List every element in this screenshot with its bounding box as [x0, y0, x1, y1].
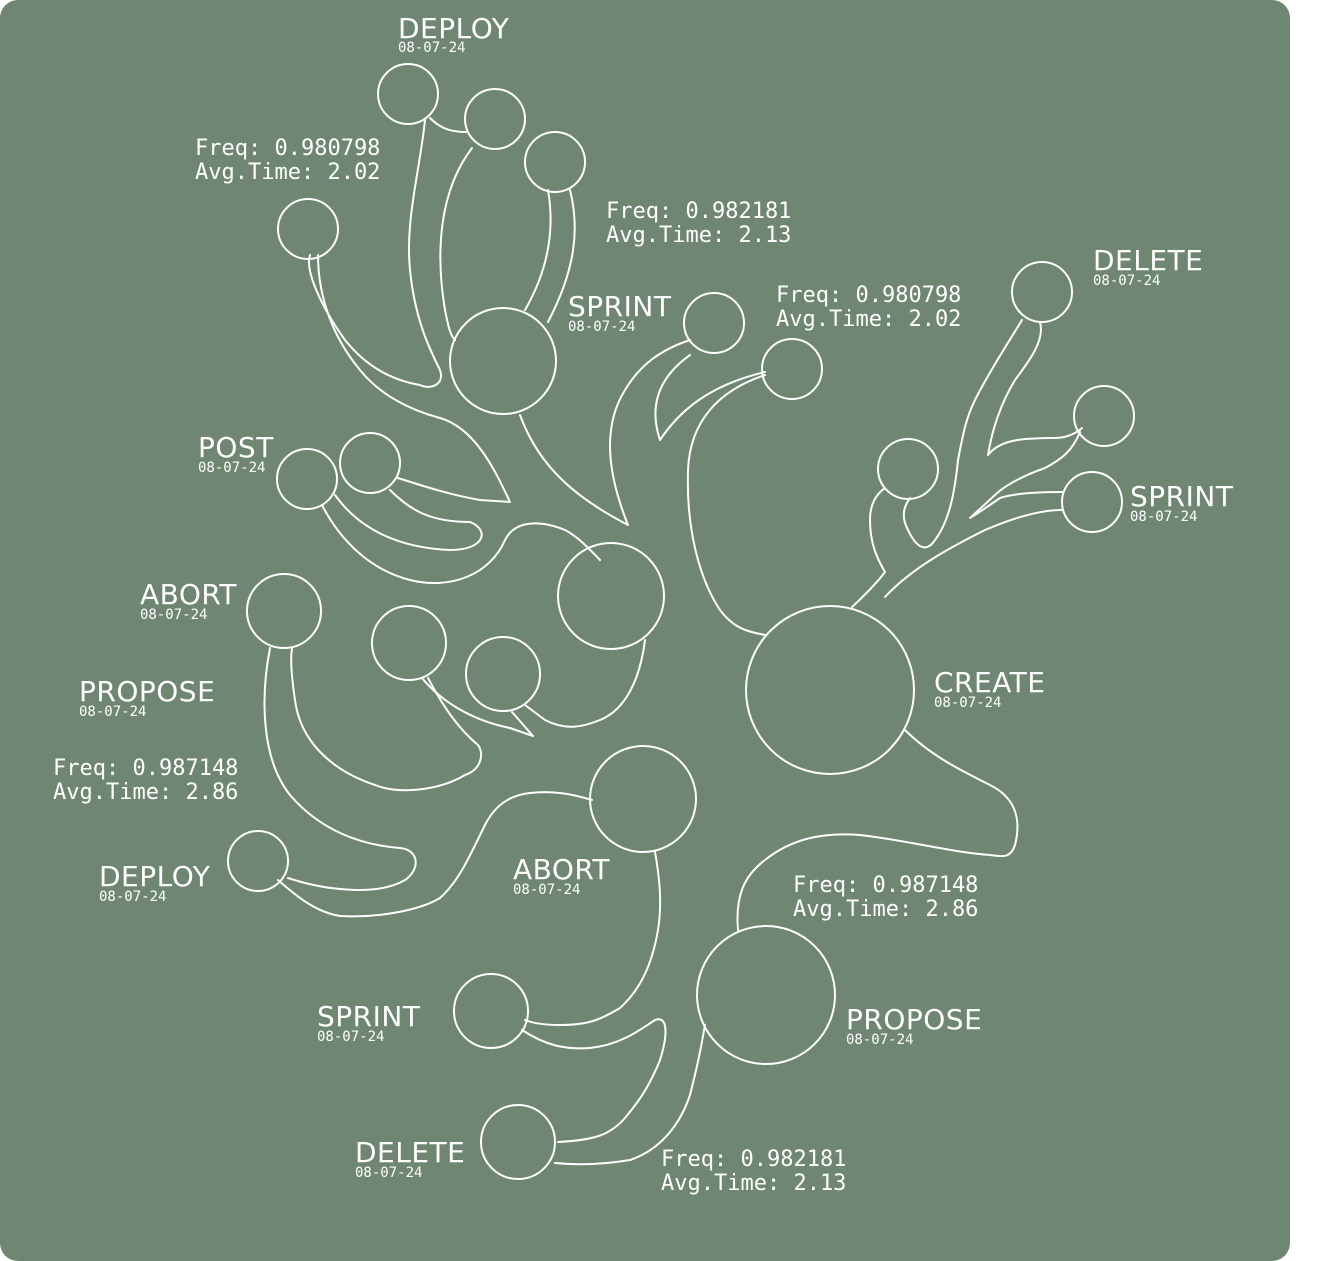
date-sprint-right: 08-07-24	[1130, 509, 1197, 525]
node-top-3[interactable]	[524, 131, 586, 193]
branch-top-node3-outer	[547, 189, 576, 323]
stat-bottom-time: Avg.Time: 2.13	[661, 1171, 846, 1196]
label-sprint-mid: SPRINT	[568, 290, 672, 323]
branch-to-freq-node	[659, 371, 766, 441]
date-propose-left: 08-07-24	[79, 704, 146, 720]
node-center-hub[interactable]	[557, 542, 665, 650]
branch-post-inner	[334, 489, 483, 551]
label-sprint-bottom: SPRINT	[317, 1000, 421, 1033]
stat-bottom-right-time: Avg.Time: 2.86	[793, 897, 978, 922]
date-abort-left: 08-07-24	[140, 607, 207, 623]
node-sprint-right[interactable]	[1061, 471, 1123, 533]
node-top-left[interactable]	[277, 198, 339, 260]
node-sprint-mid[interactable]	[683, 292, 745, 354]
date-post: 08-07-24	[198, 460, 265, 476]
label-create: CREATE	[934, 666, 1045, 699]
branch-post-arm	[321, 504, 601, 584]
branch-trunk-upper	[609, 339, 691, 526]
stat-top-right-time: Avg.Time: 2.02	[776, 307, 961, 332]
label-propose-bottom: PROPOSE	[846, 1003, 982, 1036]
branch-delete-right	[902, 319, 1023, 549]
branch-sprint-hook	[654, 354, 691, 441]
branch-sprint-bottom-link	[521, 1018, 667, 1143]
node-abort-left[interactable]	[246, 573, 322, 649]
branch-sprint-right-fork	[969, 431, 1081, 519]
branches	[263, 117, 1083, 1166]
date-sprint-mid: 08-07-24	[568, 319, 635, 335]
branch-center-lower	[524, 639, 646, 728]
date-sprint-bottom: 08-07-24	[317, 1029, 384, 1045]
date-delete-bottom: 08-07-24	[355, 1165, 422, 1181]
node-post-2[interactable]	[339, 432, 401, 494]
stat-left-time: Avg.Time: 2.86	[53, 780, 238, 805]
node-sprint-bottom[interactable]	[453, 973, 529, 1049]
node-delete-right[interactable]	[1011, 261, 1073, 323]
node-propose-bottom[interactable]	[696, 925, 836, 1065]
node-labels: DEPLOY 08-07-24 SPRINT 08-07-24 DELETE 0…	[79, 12, 1234, 1181]
branch-left-arm-outer	[317, 254, 511, 503]
node-deploy-left[interactable]	[227, 830, 289, 892]
node-create[interactable]	[745, 605, 915, 775]
branch-deploy-left-link	[277, 791, 593, 918]
branch-delete-right-inner	[987, 321, 1083, 456]
branch-create-right-arm2	[884, 509, 1063, 598]
branch-create-upper	[686, 374, 766, 636]
node-freq-top-right[interactable]	[761, 338, 823, 400]
branch-deploy-top-mid	[439, 147, 473, 341]
stat-top-mid-freq: Freq: 0.982181	[606, 199, 791, 224]
process-tree-diagram: DEPLOY 08-07-24 SPRINT 08-07-24 DELETE 0…	[0, 0, 1290, 1261]
branch-delete-bottom-link	[554, 1024, 706, 1166]
node-sprint-hub[interactable]	[449, 307, 557, 415]
stat-top-right-freq: Freq: 0.980798	[776, 283, 961, 308]
node-center-1[interactable]	[371, 605, 447, 681]
branch-center-node2	[421, 677, 534, 737]
branch-create-right-arm	[851, 487, 886, 608]
branch-abort-left-stem	[263, 647, 417, 891]
node-right-2[interactable]	[1073, 385, 1135, 447]
label-abort-left: ABORT	[140, 578, 237, 611]
stat-top-mid-time: Avg.Time: 2.13	[606, 223, 791, 248]
branch-deploy-top-link	[429, 117, 467, 133]
node-right-3[interactable]	[877, 438, 939, 500]
label-post: POST	[198, 431, 274, 464]
stat-top-left-time: Avg.Time: 2.02	[195, 160, 380, 185]
node-delete-bottom[interactable]	[480, 1104, 556, 1180]
label-delete-bottom: DELETE	[355, 1136, 465, 1169]
stat-bottom-right-freq: Freq: 0.987148	[793, 873, 978, 898]
branch-abort-mid-stem	[524, 851, 662, 1026]
node-abort-mid[interactable]	[589, 745, 697, 853]
diagram-background	[0, 0, 1290, 1261]
label-deploy-top: DEPLOY	[398, 12, 510, 45]
branch-create-lower	[736, 729, 1019, 931]
branch-top-node3	[524, 189, 552, 311]
diagram-panel: DEPLOY 08-07-24 SPRINT 08-07-24 DELETE 0…	[0, 0, 1290, 1261]
stat-bottom-freq: Freq: 0.982181	[661, 1147, 846, 1172]
date-propose-bottom: 08-07-24	[846, 1032, 913, 1048]
label-sprint-right: SPRINT	[1130, 480, 1234, 513]
node-post[interactable]	[276, 448, 338, 510]
node-top-2[interactable]	[464, 88, 526, 150]
label-deploy-left: DEPLOY	[99, 860, 211, 893]
stat-top-left-freq: Freq: 0.980798	[195, 136, 380, 161]
label-delete-right: DELETE	[1093, 244, 1203, 277]
branch-deploy-top-outer	[308, 119, 442, 388]
edge-stats: Freq: 0.980798 Avg.Time: 2.02 Freq: 0.98…	[53, 136, 978, 1196]
branch-trunk-upper-inner	[519, 414, 629, 526]
nodes	[227, 63, 1135, 1180]
node-deploy-top[interactable]	[377, 63, 439, 125]
date-create: 08-07-24	[934, 695, 1001, 711]
branch-center-hook	[290, 647, 483, 792]
node-center-2[interactable]	[465, 636, 541, 712]
date-deploy-left: 08-07-24	[99, 889, 166, 905]
stat-left-freq: Freq: 0.987148	[53, 756, 238, 781]
label-abort-mid: ABORT	[513, 853, 610, 886]
date-deploy-top: 08-07-24	[398, 40, 465, 56]
date-delete-right: 08-07-24	[1093, 273, 1160, 289]
label-propose-left: PROPOSE	[79, 675, 215, 708]
date-abort-mid: 08-07-24	[513, 882, 580, 898]
